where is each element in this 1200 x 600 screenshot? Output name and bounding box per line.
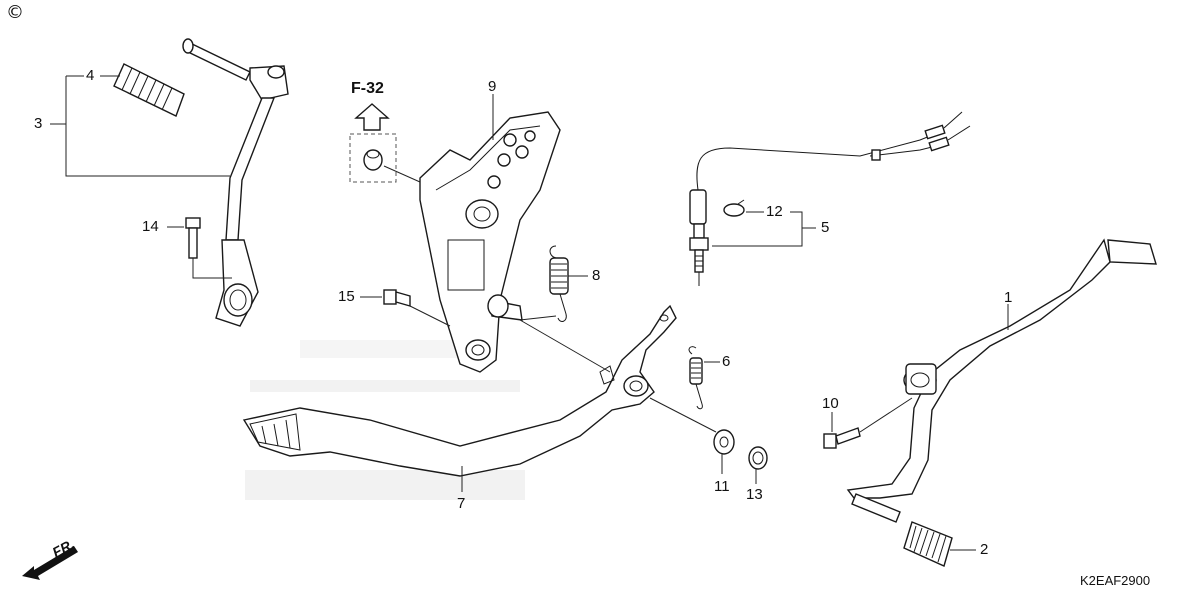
callout-6: 6	[722, 353, 731, 370]
part-2-rubber-pad	[903, 521, 953, 567]
part-5-switch	[689, 111, 971, 286]
frame-ref-label: F-32	[351, 80, 384, 97]
callout-10: 10	[822, 395, 839, 412]
callout-15: 15	[338, 288, 355, 305]
callout-4: 4	[86, 67, 95, 84]
grommet	[363, 149, 383, 171]
part-11-washer	[713, 429, 735, 455]
ghost-watermark	[245, 340, 525, 500]
callout-5: 5	[821, 219, 830, 236]
part-15-bolt	[383, 289, 411, 307]
part-6-spring	[688, 346, 703, 410]
reference-code: K2EAF2900	[1080, 573, 1151, 588]
callout-9: 9	[488, 78, 497, 95]
part-10-bolt	[823, 427, 861, 449]
callout-1: 1	[1004, 289, 1013, 306]
callout-7: 7	[457, 495, 466, 512]
part-12-clip	[723, 199, 745, 217]
part-9-bracket	[419, 111, 561, 373]
callout-8: 8	[592, 267, 601, 284]
part-3-lever	[182, 38, 289, 327]
part-13-clip	[748, 446, 768, 470]
part-4-rubber-grip	[113, 63, 185, 117]
callout-13: 13	[746, 486, 763, 503]
copyright-symbol: ©	[6, 2, 24, 23]
direction-arrow	[22, 546, 78, 580]
callout-14: 14	[142, 218, 159, 235]
callout-3: 3	[34, 115, 43, 132]
part-14-bolt	[185, 217, 201, 259]
part-1-lever	[846, 238, 1157, 523]
part-7-brake-pedal	[242, 304, 677, 477]
callout-11: 11	[714, 478, 730, 495]
callout-2: 2	[980, 541, 989, 558]
part-8-spring	[549, 245, 569, 322]
callout-12: 12	[766, 203, 783, 220]
frame-ref-arrow	[354, 103, 390, 131]
